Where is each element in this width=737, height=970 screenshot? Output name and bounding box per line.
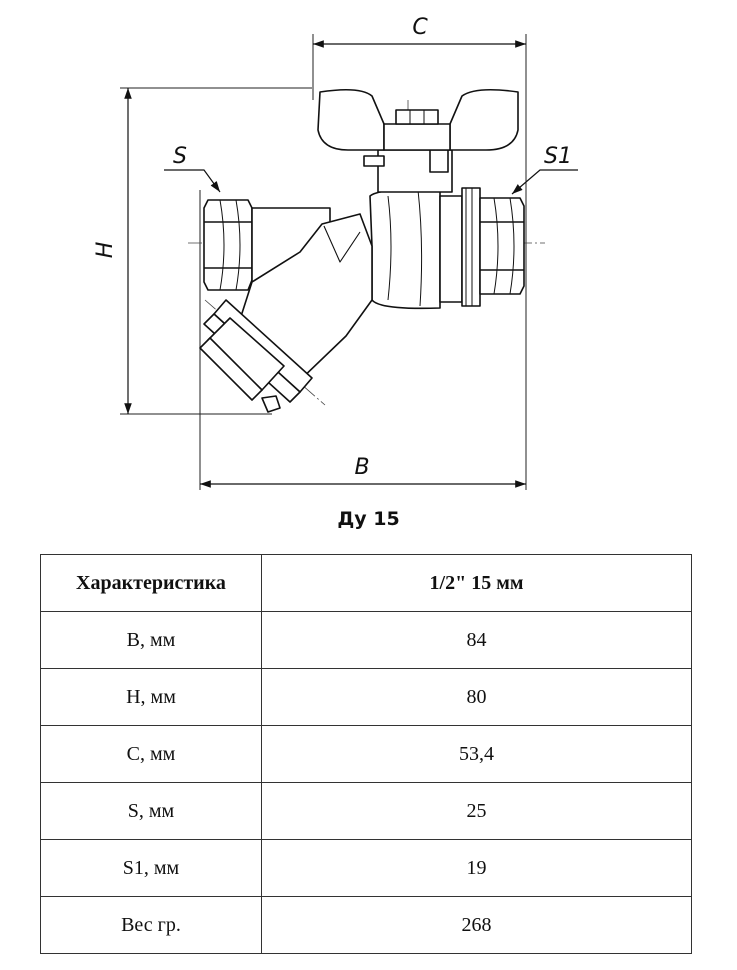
center-body <box>369 187 441 310</box>
left-hex-nut <box>203 199 253 291</box>
row-value: 53,4 <box>261 725 692 783</box>
header-size: 1/2" 15 мм <box>261 554 692 612</box>
row-value: 268 <box>261 896 692 954</box>
table-row: S, мм 25 <box>40 782 692 840</box>
row-label: Вес гр. <box>40 896 262 954</box>
row-label: B, мм <box>40 611 262 669</box>
dim-label-b: B <box>354 455 369 480</box>
row-label: S, мм <box>40 782 262 840</box>
table-row: Вес гр. 268 <box>40 896 692 954</box>
table-row: H, мм 80 <box>40 668 692 726</box>
row-label: S1, мм <box>40 839 262 897</box>
table-row: B, мм 84 <box>40 611 692 669</box>
row-value: 19 <box>261 839 692 897</box>
dimension-lines <box>124 40 578 488</box>
row-label: H, мм <box>40 668 262 726</box>
header-characteristic: Характеристика <box>40 554 262 612</box>
row-value: 84 <box>261 611 692 669</box>
specifications-table: Характеристика 1/2" 15 мм B, мм 84 H, мм… <box>40 554 692 954</box>
table-row: C, мм 53,4 <box>40 725 692 783</box>
right-hex-nut <box>479 197 525 295</box>
row-label: C, мм <box>40 725 262 783</box>
dim-label-h: H <box>93 242 118 259</box>
dim-label-c: C <box>412 15 428 40</box>
row-value: 80 <box>261 668 692 726</box>
row-value: 25 <box>261 782 692 840</box>
table-header-row: Характеристика 1/2" 15 мм <box>40 554 692 612</box>
dim-label-s: S <box>173 144 187 169</box>
valve-technical-drawing: C H S S1 B <box>93 15 578 490</box>
valve-body <box>199 88 525 413</box>
dim-label-s1: S1 <box>544 144 572 169</box>
leader-s <box>164 169 221 193</box>
butterfly-handle <box>317 88 385 151</box>
table-row: S1, мм 19 <box>40 839 692 897</box>
extension-lines <box>120 34 527 490</box>
size-caption: Ду 15 <box>337 508 400 530</box>
leader-s1 <box>511 169 578 195</box>
